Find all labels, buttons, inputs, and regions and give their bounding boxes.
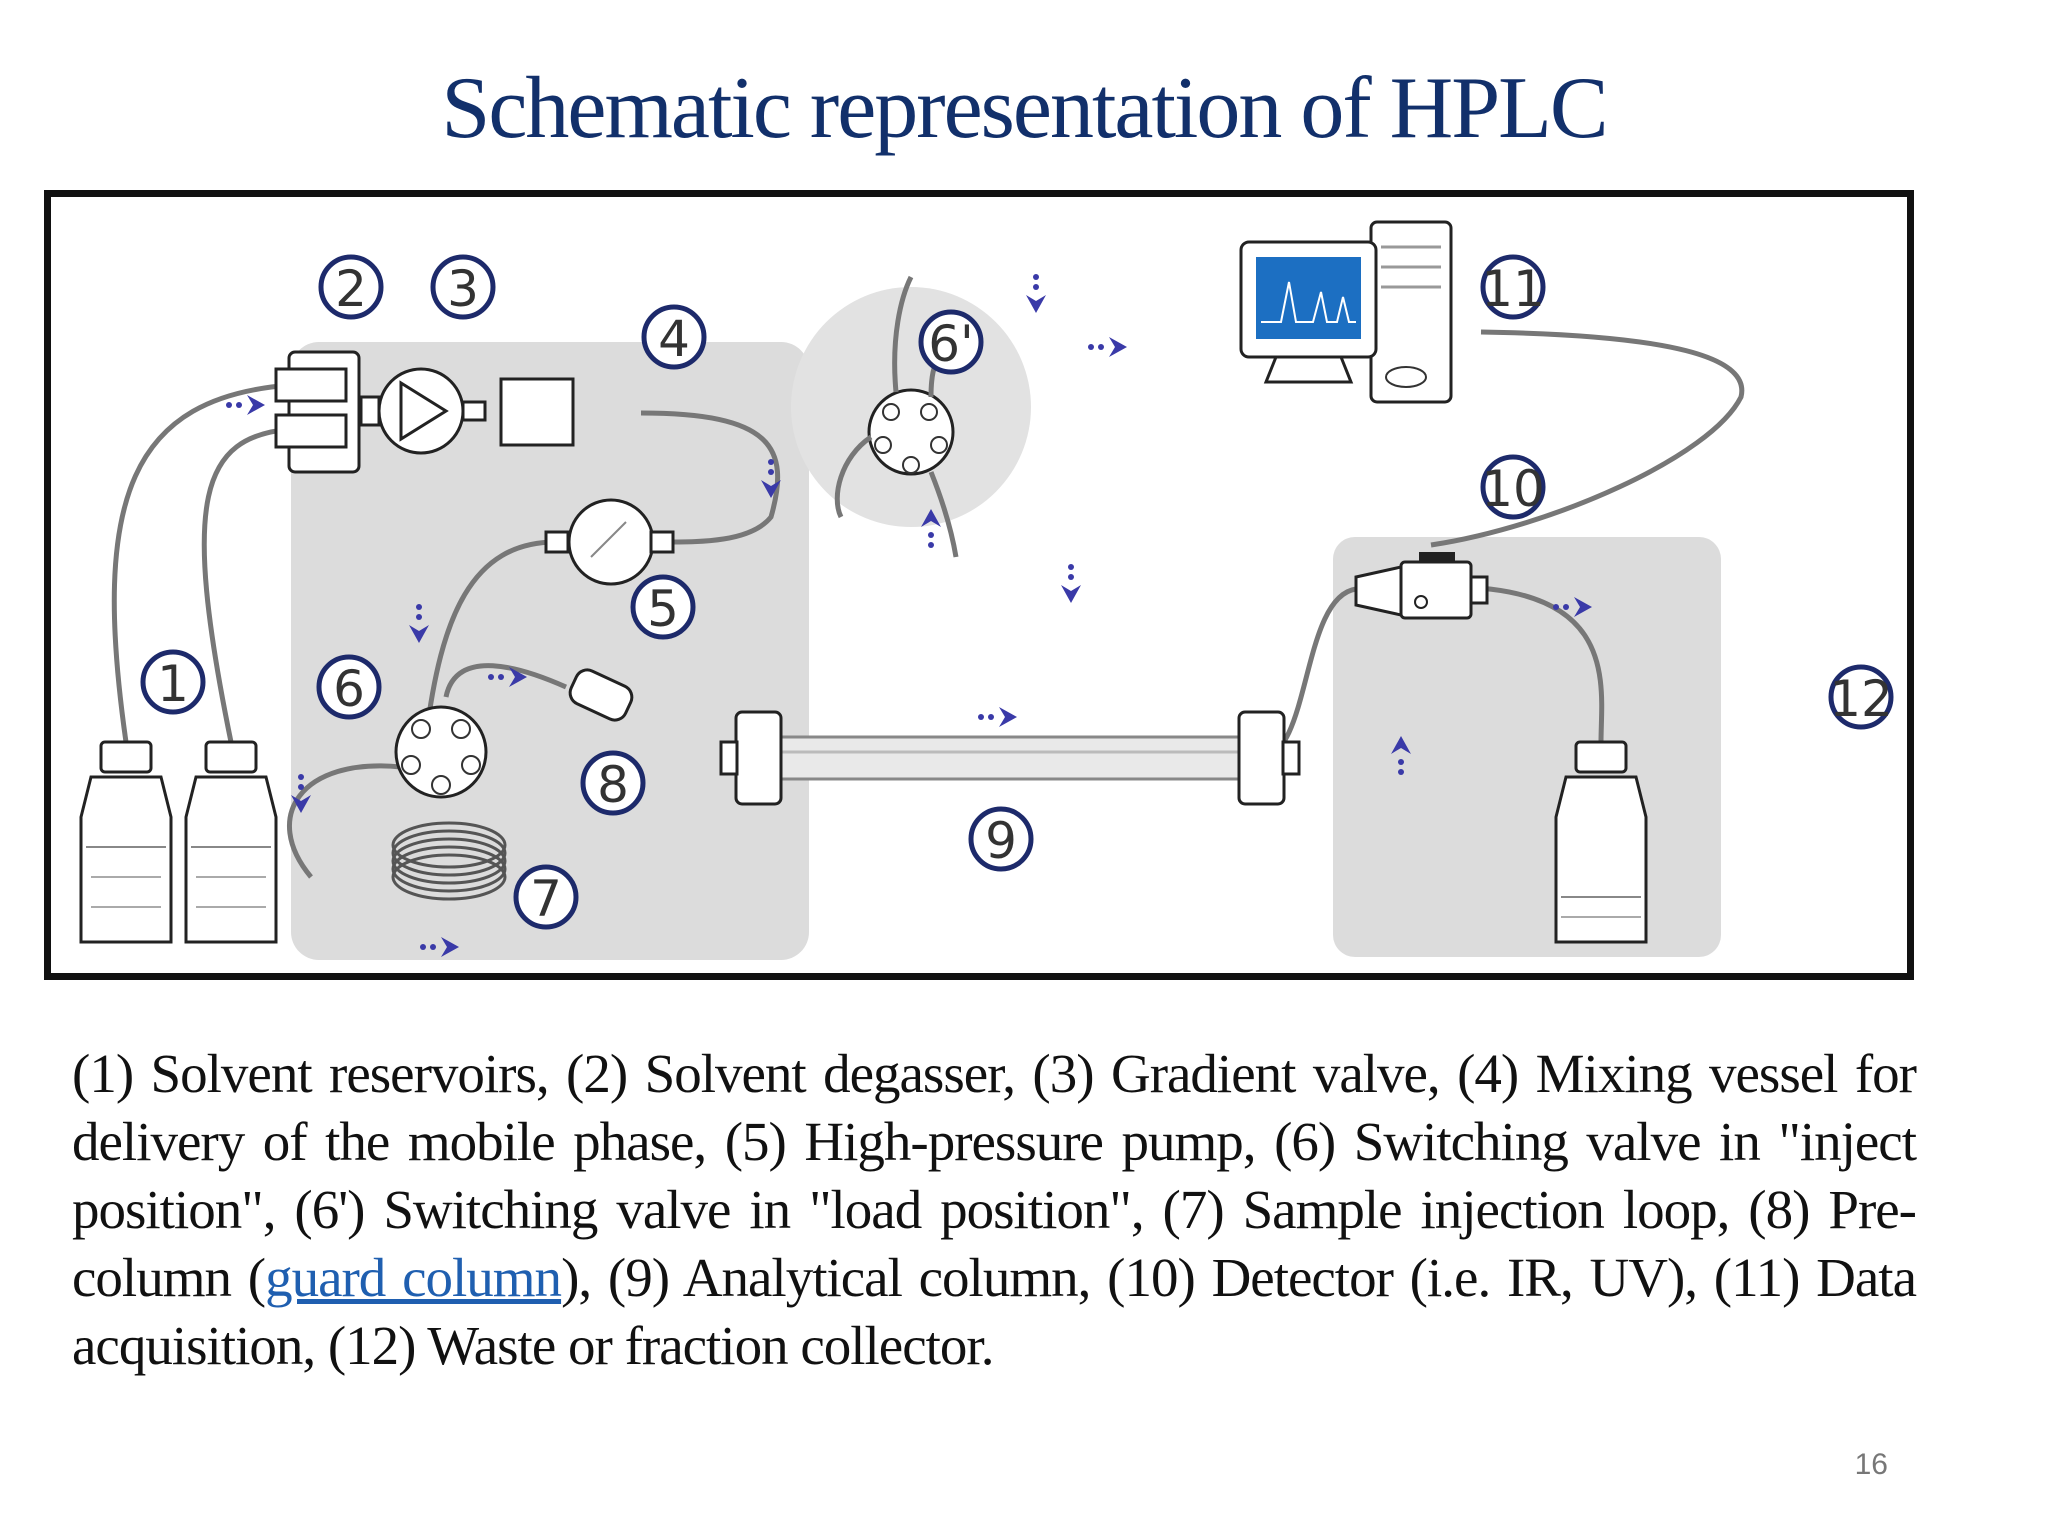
flow-arrow-icon: [921, 509, 941, 548]
tube-valve-precolumn: [443, 663, 568, 698]
label-2: 2: [318, 254, 384, 320]
label-1: 1: [140, 649, 206, 715]
analytical-column: [719, 710, 1301, 806]
data-acquisition-computer: [1239, 220, 1453, 404]
svg-text:4: 4: [658, 310, 690, 368]
label-8: 8: [580, 750, 646, 816]
tube-valve-waste: [287, 763, 402, 879]
flow-arrow-icon: [226, 395, 265, 415]
svg-text:6: 6: [333, 660, 365, 718]
flow-arrow-icon: [409, 604, 429, 643]
cable-detector-computer: [1430, 329, 1745, 548]
svg-text:7: 7: [530, 870, 562, 928]
high-pressure-pump: [544, 498, 675, 586]
svg-text:11: 11: [1481, 260, 1545, 318]
solvent-reservoir-1: [79, 740, 173, 944]
svg-text:1: 1: [157, 655, 189, 713]
guard-column-link[interactable]: guard column: [265, 1247, 562, 1308]
flow-arrow-icon: [1391, 736, 1411, 775]
flow-arrow-icon: [420, 937, 459, 957]
flow-arrows: [226, 274, 1592, 957]
label-6: 6: [316, 654, 382, 720]
svg-text:12: 12: [1829, 670, 1893, 728]
svg-text:5: 5: [647, 580, 679, 638]
page-number: 16: [1854, 1448, 1888, 1481]
svg-text:9: 9: [985, 812, 1017, 870]
mixing-vessel: [499, 377, 575, 447]
caption-text-part-2: ), (9) Analytical column, (10) Detector …: [72, 1247, 1917, 1376]
flow-arrow-icon: [761, 459, 781, 498]
label-11: 11: [1480, 254, 1546, 320]
solvent-degasser: [274, 350, 361, 474]
hplc-schematic: 1 2 3 4 5 6 6' 7 8 9 10 11 12: [79, 220, 1894, 960]
svg-text:2: 2: [335, 260, 367, 318]
tube-detector-waste: [1450, 584, 1605, 743]
flow-arrow-icon: [1553, 597, 1592, 617]
label-6-prime: 6': [918, 309, 984, 375]
solvent-reservoir-2: [184, 740, 278, 944]
label-12: 12: [1828, 664, 1894, 730]
flow-arrow-icon: [1088, 337, 1127, 357]
pump-panel: [291, 342, 809, 960]
flow-arrow-icon: [978, 707, 1017, 727]
svg-text:8: 8: [597, 756, 629, 814]
label-5: 5: [630, 574, 696, 640]
svg-text:6': 6': [928, 315, 974, 373]
detector: [1354, 552, 1489, 620]
label-4: 4: [641, 304, 707, 370]
label-10: 10: [1480, 454, 1546, 520]
label-9: 9: [968, 806, 1034, 872]
flow-arrow-icon: [1061, 564, 1081, 603]
gradient-valve: [359, 367, 487, 455]
svg-text:10: 10: [1481, 460, 1545, 518]
caption-text-part-1: (1) Solvent reservoirs, (2) Solvent dega…: [72, 1043, 1917, 1308]
figure-caption: (1) Solvent reservoirs, (2) Solvent dega…: [72, 1040, 1917, 1380]
tube-reservoir-2: [201, 426, 292, 743]
tube-reservoir-1: [111, 382, 292, 743]
pre-column: [568, 668, 634, 722]
hplc-diagram: 1 2 3 4 5 6 6' 7 8 9 10 11 12: [44, 190, 1914, 980]
sample-injection-loop: [391, 821, 507, 901]
label-7: 7: [513, 864, 579, 930]
switching-valve-inject: [394, 705, 488, 799]
slide-title: Schematic representation of HPLC: [441, 60, 1608, 157]
tube-mixer-pump: [640, 410, 781, 545]
flow-arrow-icon: [291, 774, 311, 813]
waste-collector: [1554, 740, 1648, 944]
flow-arrow-icon: [488, 667, 527, 687]
tube-pump-valve: [423, 539, 557, 738]
svg-text:3: 3: [447, 260, 479, 318]
flow-arrow-icon: [1026, 274, 1046, 313]
label-3: 3: [430, 254, 496, 320]
